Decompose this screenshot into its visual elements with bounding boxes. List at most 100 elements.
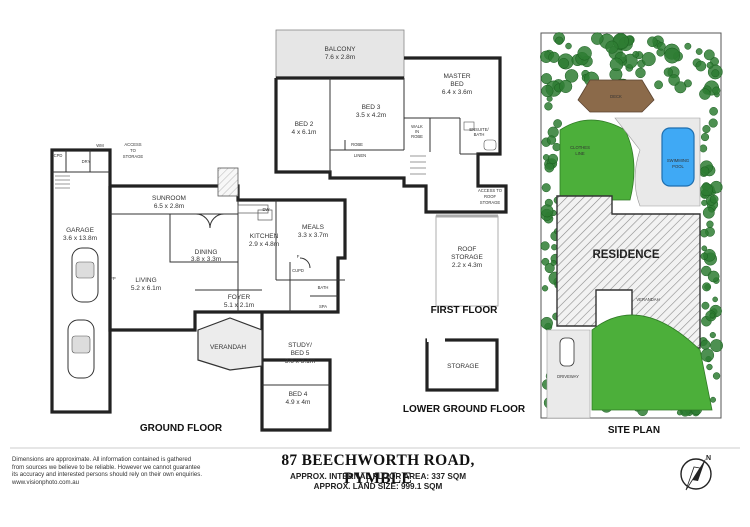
tree-icon xyxy=(548,51,560,63)
tree-icon xyxy=(555,36,564,45)
clothes-line-label-1: CLOTHES xyxy=(570,145,590,150)
tree-icon xyxy=(657,42,666,51)
ensuite-label-1: ENSUITE/ xyxy=(469,127,489,132)
balcony-label: BALCONY xyxy=(324,46,356,53)
roof-storage-label-2: STORAGE xyxy=(451,254,483,261)
site-plan-title: SITE PLAN xyxy=(608,425,660,436)
tree-icon xyxy=(710,396,716,403)
lower-ground-title: LOWER GROUND FLOOR xyxy=(403,404,526,415)
disclaimer: Dimensions are approximate. All informat… xyxy=(12,456,242,486)
tree-icon xyxy=(700,133,710,142)
kitchen-label: KITCHEN xyxy=(250,233,279,240)
tree-icon xyxy=(565,42,572,50)
tree-icon xyxy=(558,57,570,69)
access-storage-label-2: TO xyxy=(130,148,136,153)
tree-icon xyxy=(541,285,549,292)
tree-icon xyxy=(541,84,554,98)
tree-icon xyxy=(641,52,656,67)
roof-access-label-2: ROOF xyxy=(484,194,497,199)
walk-in-robe-label-3: ROBE xyxy=(411,134,423,139)
compass-icon: N xyxy=(680,455,712,491)
lower-storage-label: STORAGE xyxy=(447,363,479,370)
disclaimer-line-1: Dimensions are approximate. All informat… xyxy=(12,456,192,463)
walk-in-robe-label-2: IN xyxy=(415,129,419,134)
tree-icon xyxy=(577,46,592,61)
disclaimer-line-2: from sources we believe to be reliable. … xyxy=(12,463,201,471)
dining-dim: 3.8 x 3.3m xyxy=(191,256,221,263)
fp-label: FP xyxy=(110,276,116,281)
tree-icon xyxy=(540,73,552,85)
verandah-label: VERANDAH xyxy=(210,344,246,351)
balcony-area xyxy=(275,29,405,79)
tree-icon xyxy=(703,49,715,61)
tree-icon xyxy=(700,228,709,238)
tree-icon xyxy=(695,48,703,55)
ground-floor-title: GROUND FLOOR xyxy=(140,423,223,434)
compass-n-label: N xyxy=(706,455,711,462)
tree-icon xyxy=(609,57,624,72)
tree-icon xyxy=(709,106,718,116)
meals-label: MEALS xyxy=(302,224,325,231)
tree-icon xyxy=(701,301,710,310)
roof-access-label-3: STORAGE xyxy=(480,200,501,205)
tree-icon xyxy=(541,183,551,193)
clothes-line-label-2: LINE xyxy=(575,151,585,156)
tree-icon xyxy=(712,296,718,303)
robe-label: ROBE xyxy=(351,142,363,147)
area-summary: APPROX. INTERNAL FLOOR AREA: 337 SQM APP… xyxy=(248,472,508,492)
tree-icon xyxy=(540,316,553,330)
sunroom-dim: 6.5 x 2.8m xyxy=(154,203,184,210)
lawn-bottom xyxy=(591,314,713,411)
tree-icon xyxy=(700,183,713,197)
website-link[interactable]: www.visionphoto.com.au xyxy=(12,478,80,486)
dw-label: DW xyxy=(263,207,270,212)
lawn-top xyxy=(559,119,635,201)
tree-icon xyxy=(699,88,711,100)
tree-icon xyxy=(654,80,663,90)
study-label: STUDY/ xyxy=(288,342,312,349)
tree-icon xyxy=(709,331,716,339)
sunroom-label: SUNROOM xyxy=(152,195,186,202)
cpd-label: CPD xyxy=(54,153,63,158)
tree-icon xyxy=(550,259,557,266)
first-floor-title: FIRST FLOOR xyxy=(431,305,498,316)
meals-dim: 3.3 x 3.7m xyxy=(298,232,328,239)
tree-icon xyxy=(684,42,692,50)
bed4-dim: 4.9 x 4m xyxy=(286,399,311,406)
tree-icon xyxy=(551,244,558,251)
access-storage-label-1: ACCESS xyxy=(124,142,141,147)
first-walls xyxy=(274,56,508,214)
master-label: MASTER xyxy=(443,73,470,80)
pool-label-2: POOL xyxy=(672,164,684,169)
tree-icon xyxy=(664,47,680,64)
verandah-shape xyxy=(197,317,263,371)
linen-label: LINEN xyxy=(354,153,366,158)
tree-icon xyxy=(663,67,673,77)
dry-label: DRY xyxy=(82,159,91,164)
tree-icon xyxy=(544,263,555,274)
wm-label: WM xyxy=(96,143,104,148)
garage-dim: 3.6 x 13.8m xyxy=(63,235,97,242)
tree-icon xyxy=(541,257,550,266)
tree-icon xyxy=(546,135,557,145)
driveway-label: DRIVEWAY xyxy=(557,374,579,379)
tree-icon xyxy=(668,74,680,86)
tree-icon xyxy=(553,119,562,128)
study-label-2: BED 5 xyxy=(291,350,310,357)
tree-icon xyxy=(711,69,720,78)
tree-icon xyxy=(559,79,573,94)
residence-label: RESIDENCE xyxy=(592,249,659,261)
car-icon xyxy=(559,337,575,367)
roof-storage-dim: 2.2 x 4.3m xyxy=(452,262,482,269)
bed4-label: BED 4 xyxy=(289,391,308,398)
tree-icon xyxy=(700,166,710,176)
tree-icon xyxy=(708,118,718,128)
bath-label: BATH xyxy=(318,285,329,290)
tree-icon xyxy=(632,50,640,58)
ground-floor-plan xyxy=(50,148,347,432)
first-floor-plan xyxy=(274,29,508,307)
spa-label: SPA xyxy=(319,304,327,309)
internal-area: APPROX. INTERNAL FLOOR AREA: 337 SQM xyxy=(289,472,467,481)
property-address: 87 BEECHWORTH ROAD, PYMBLE xyxy=(281,452,475,487)
